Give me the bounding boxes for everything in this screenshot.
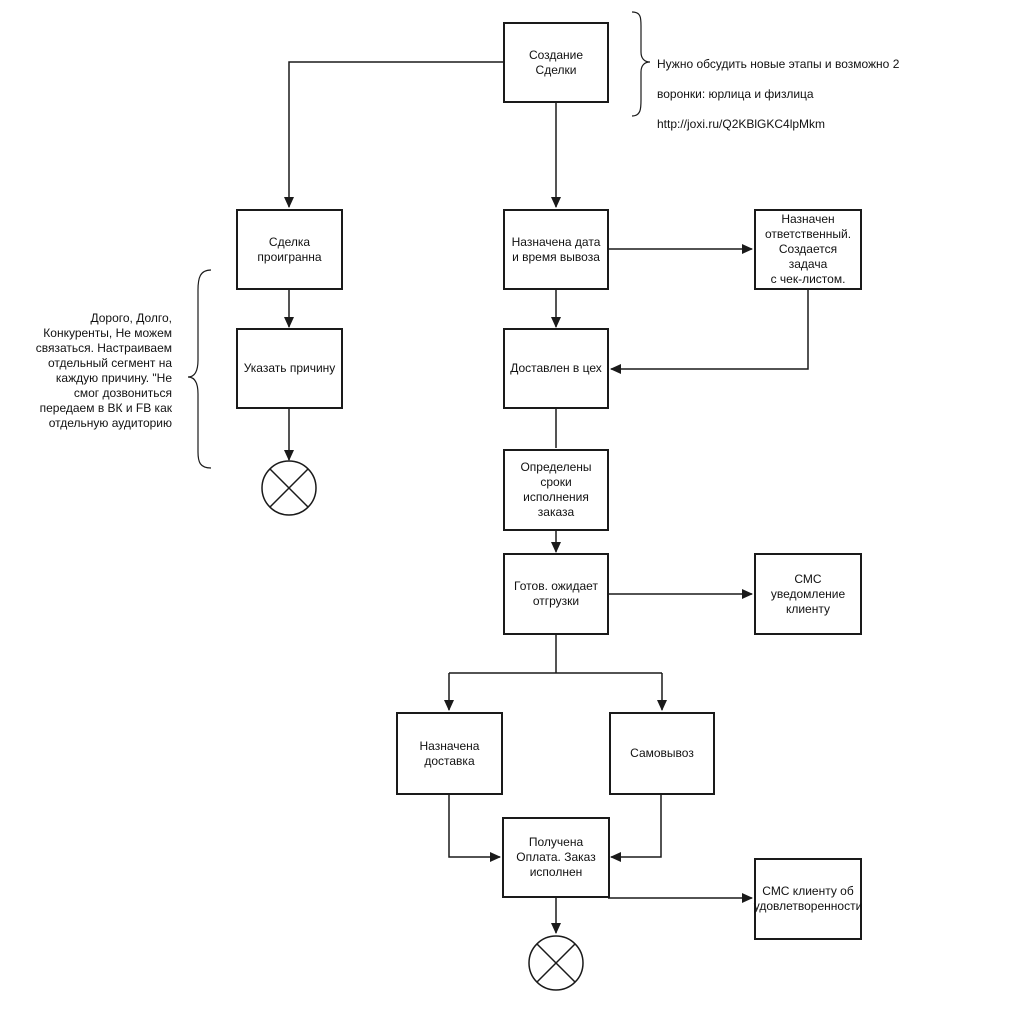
note-top-right-line1: Нужно обсудить новые этапы и возможно 2 — [657, 57, 900, 71]
node-ready-awaiting: Готов. ожидает отгрузки — [503, 553, 609, 635]
node-payment-received: Получена Оплата. Заказ исполнен — [502, 817, 610, 898]
right-curly-brace — [631, 11, 651, 117]
node-self-pickup: Самовывоз — [609, 712, 715, 795]
node-responsible-assigned: Назначен ответственный. Создается задача… — [754, 209, 862, 290]
node-delivered-to-shop: Доставлен в цех — [503, 328, 609, 409]
note-left-reasons: Дорого, Долго, Конкуренты, Не можем связ… — [35, 311, 172, 430]
left-curly-brace — [187, 269, 212, 469]
connector-responsible-to-shop — [610, 290, 809, 374]
node-specify-reason: Указать причину — [236, 328, 343, 409]
note-top-right: Нужно обсудить новые этапы и возможно 2 … — [657, 42, 917, 147]
node-deal-lost: Сделка проигранна — [236, 209, 343, 290]
note-top-right-link[interactable]: http://joxi.ru/Q2KBlGKC4lpMkm — [657, 117, 826, 131]
end-symbol-lost — [261, 460, 317, 516]
connector-create-to-lost — [284, 61, 503, 208]
node-delivery-assigned: Назначена доставка — [396, 712, 503, 795]
node-create-deal: Создание Сделки — [503, 22, 609, 103]
node-sms-notification: СМС уведомление клиенту — [754, 553, 862, 635]
end-symbol-completed — [528, 935, 584, 991]
note-top-right-line2: воронки: юрлица и физлица — [657, 87, 814, 101]
connector-delivery-to-payment — [448, 794, 501, 862]
node-pickup-scheduled: Назначена дата и время вывоза — [503, 209, 609, 290]
node-deadlines-set: Определены сроки исполнения заказа — [503, 449, 609, 531]
node-sms-satisfaction: СМС клиенту об удовлетворенности — [754, 858, 862, 940]
connector-selfpickup-to-payment — [610, 794, 662, 862]
